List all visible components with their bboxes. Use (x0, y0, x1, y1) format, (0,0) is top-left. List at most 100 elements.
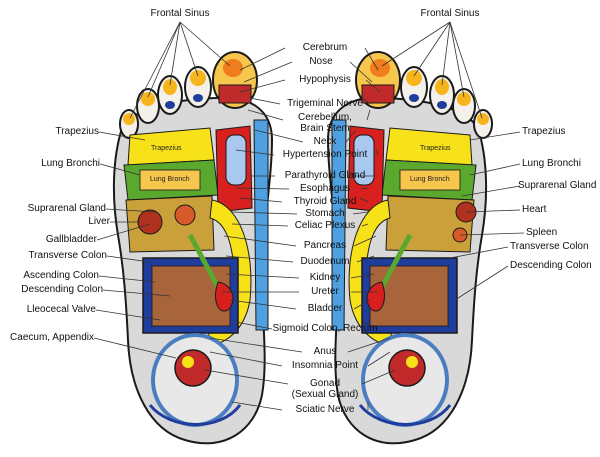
leader-line (381, 21, 451, 67)
label-left-transverse-colon: Transverse Colon (28, 250, 107, 261)
label-kidney: Kidney (309, 272, 341, 283)
label-left-descending-colon: Descending Colon (21, 284, 103, 295)
right-inner-lung: Lung Bronch (410, 176, 450, 183)
leader-line (359, 197, 369, 203)
left-sciatic-arc (148, 404, 242, 426)
leader-line (441, 21, 451, 86)
right-heel-gonad (388, 349, 426, 387)
left-lung-inner (139, 169, 201, 191)
leader-line (235, 149, 275, 156)
label-right-lung-bronchi: Lung Bronchi (522, 158, 581, 169)
label-ileocecal-valve: Lleocecal Valve (26, 304, 96, 315)
leader-line (469, 163, 521, 176)
leader-line (169, 21, 181, 86)
label-liver: Liver (88, 216, 110, 227)
leader-line (102, 289, 171, 297)
leader-line (249, 97, 281, 105)
leader-line (239, 79, 286, 93)
label-esophagus: Esophagus (299, 183, 351, 194)
label-ascending-colon: Ascending Colon (23, 270, 99, 281)
right-big-toe-core (370, 59, 390, 77)
leader-line (352, 211, 369, 215)
left-toe-2-eye (193, 94, 203, 102)
leader-line (347, 337, 391, 353)
left-foot (112, 51, 274, 445)
left-gallbladder (137, 209, 163, 235)
label-gonad: Gonad (309, 378, 341, 389)
leader-line (179, 21, 199, 77)
leader-line (235, 187, 290, 190)
label-sigmoid-colon-rectum: Sigmoid Colon, Rectum (272, 323, 378, 334)
left-toe-5-tip (123, 113, 135, 125)
right-toe-3-tip (435, 79, 449, 95)
leader-line (367, 351, 391, 367)
left-bladder-drop (215, 281, 234, 312)
leader-lines (93, 21, 525, 411)
leader-line (449, 21, 483, 119)
label-right-trapezius: Trapezius (522, 126, 566, 137)
leader-line (465, 209, 521, 213)
leader-line (243, 61, 293, 83)
label-sexual-gland: (Sexual Gland) (291, 389, 359, 400)
left-inner-trapezius: Trapezius (151, 145, 182, 152)
right-sciatic-arc (358, 404, 452, 426)
leader-line (361, 97, 371, 105)
label-bladder: Bladder (307, 303, 343, 314)
leader-line (449, 21, 465, 98)
right-spine-strip (331, 119, 347, 331)
right-foot (326, 51, 493, 445)
leader-line (364, 47, 379, 71)
leader-line (229, 299, 297, 310)
left-light-blue (225, 134, 247, 186)
leader-line (239, 197, 283, 203)
label-celiac-plexus: Celiac Plexus (294, 220, 356, 231)
leader-line (179, 21, 231, 67)
leader-line (225, 255, 294, 263)
label-frontal-sinus-left: Frontal Sinus (150, 8, 210, 19)
right-heel-gonad-center (406, 356, 418, 368)
left-toe-3-tip (163, 79, 177, 95)
label-left-trapezius: Trapezius (55, 126, 99, 137)
leader-line (350, 273, 375, 279)
leader-line (469, 131, 521, 141)
left-heel-gonad-center (182, 356, 194, 368)
leader-line (204, 369, 289, 385)
label-gallbladder: Gallbladder (45, 234, 97, 245)
label-heart: Heart (522, 204, 547, 215)
leader-line (106, 255, 151, 263)
leader-line (353, 235, 377, 247)
left-toe-2-tip (190, 70, 206, 86)
leader-line (231, 223, 289, 227)
label-hypophysis: Hypophysis (299, 74, 351, 85)
left-heel-gonad (174, 349, 212, 387)
left-big-toe-band (218, 84, 252, 104)
right-lung-inner (399, 169, 461, 191)
leader-line (345, 129, 357, 143)
label-right-transverse-colon: Transverse Colon (510, 241, 589, 252)
leader-line (235, 321, 273, 330)
label-right-suprarenal-gland: Suprarenal Gland (518, 180, 597, 191)
leader-line (147, 21, 181, 98)
label-right-descending-colon: Descending Colon (510, 260, 592, 271)
right-bladder-drop (366, 281, 385, 312)
leader-line (231, 211, 298, 215)
label-hypertension-point: Hypertension Point (282, 149, 368, 160)
leader-line (96, 223, 151, 241)
leader-line (247, 109, 284, 121)
right-light-blue (353, 134, 375, 186)
leader-line (98, 131, 146, 141)
right-inner-trapezius: Trapezius (420, 145, 451, 152)
label-parathyroid-gland: Parathyroid Gland (284, 170, 366, 181)
label-trigeminal-nerve: Trigeminal Nerve (287, 98, 363, 109)
leader-line (209, 351, 283, 367)
right-toe-5-tip (477, 113, 489, 125)
left-inner-lung: Lung Bronch (150, 176, 190, 183)
label-left-suprarenal-gland: Suprarenal Gland (27, 203, 106, 214)
leader-line (105, 208, 156, 213)
leader-line (225, 273, 300, 279)
left-toe-3-eye (165, 101, 175, 109)
leader-line (459, 232, 525, 236)
right-toe-2-eye (409, 94, 419, 102)
leader-line (360, 187, 369, 190)
leader-line (413, 21, 451, 77)
